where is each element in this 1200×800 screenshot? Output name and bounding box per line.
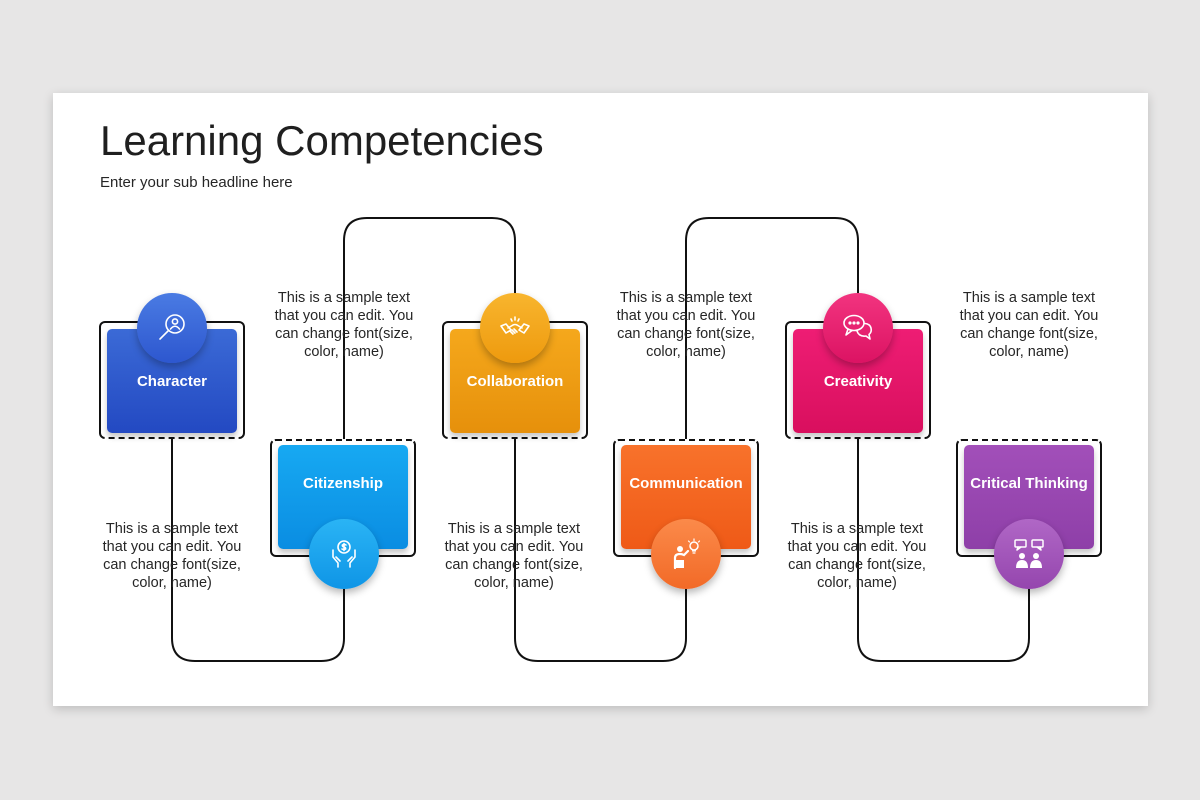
discussion-people-icon xyxy=(1014,539,1044,568)
connector-1 xyxy=(171,438,345,662)
card-collaboration[interactable]: Collaboration xyxy=(450,329,580,433)
card-label-citizenship: Citizenship xyxy=(302,474,383,492)
connector-5 xyxy=(857,438,1030,662)
description-character: This is a sample text that you can edit.… xyxy=(102,521,242,591)
connector-4 xyxy=(685,217,859,440)
magnifier-person-icon xyxy=(159,314,185,340)
card-label-collaboration: Collaboration xyxy=(466,372,564,390)
circle-communication xyxy=(651,519,721,589)
connector-2 xyxy=(343,217,516,440)
description-citizenship: This is a sample text that you can edit.… xyxy=(274,290,414,360)
circle-character xyxy=(137,293,207,363)
circle-critical-thinking xyxy=(994,519,1064,589)
presenter-idea-icon xyxy=(673,538,701,570)
connector-lines xyxy=(171,217,1030,662)
connector-3 xyxy=(514,438,687,662)
slide: Learning Competencies Enter your sub hea… xyxy=(53,93,1148,706)
speech-bubbles-icon xyxy=(843,314,873,340)
circle-creativity xyxy=(823,293,893,363)
card-label-creativity: Creativity xyxy=(823,372,893,390)
circle-collaboration xyxy=(480,293,550,363)
card-label-communication: Communication xyxy=(629,474,743,492)
hands-money-icon xyxy=(332,540,356,568)
circle-citizenship xyxy=(309,519,379,589)
description-communication: This is a sample text that you can edit.… xyxy=(616,290,756,360)
card-label-critical-thinking: Critical Thinking xyxy=(970,474,1088,492)
handshake-icon xyxy=(500,316,530,335)
description-critical-thinking: This is a sample text that you can edit.… xyxy=(959,290,1099,360)
page-title: Learning Competencies xyxy=(100,117,544,164)
description-collaboration: This is a sample text that you can edit.… xyxy=(444,521,584,591)
page-subtitle: Enter your sub headline here xyxy=(100,174,293,191)
card-character[interactable]: Character xyxy=(107,329,237,433)
description-creativity: This is a sample text that you can edit.… xyxy=(787,521,927,591)
card-label-character: Character xyxy=(136,372,208,390)
